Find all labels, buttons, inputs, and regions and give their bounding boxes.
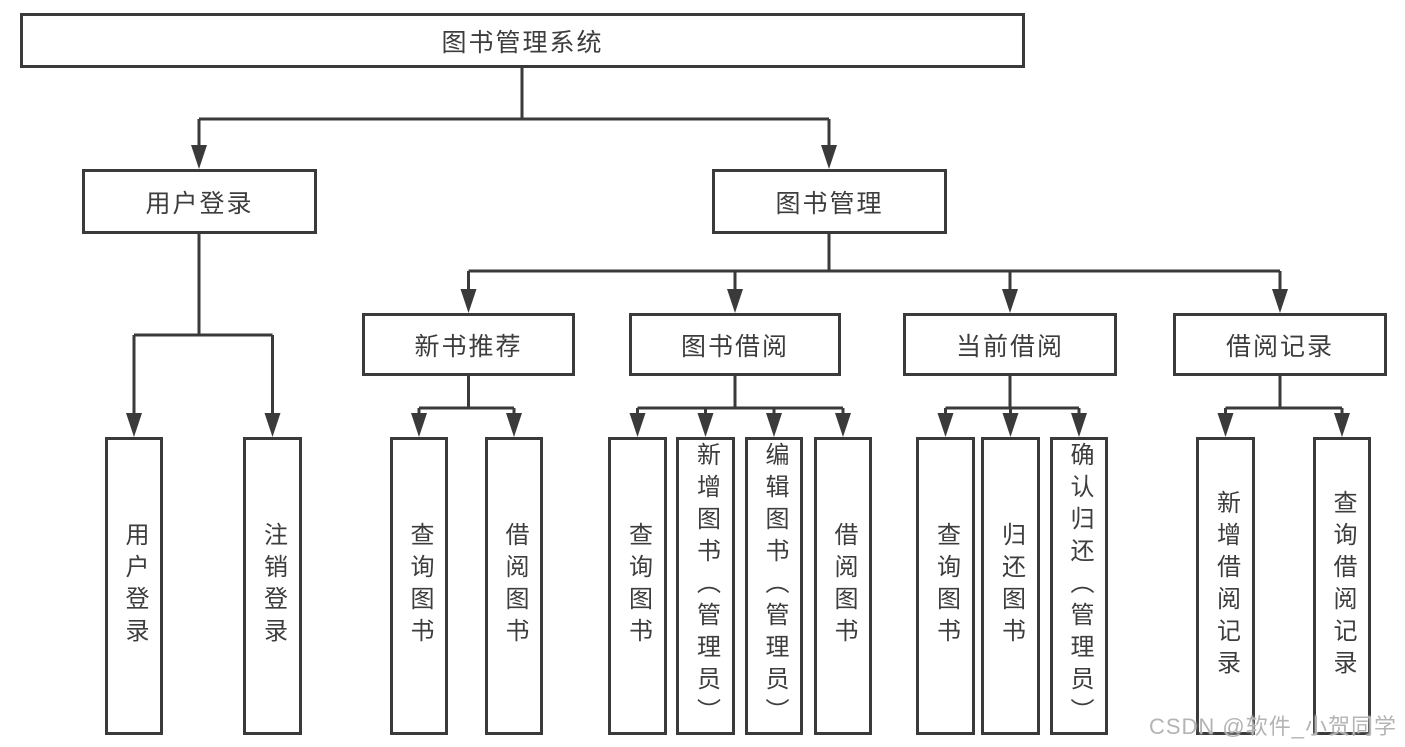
node-leaf-query-books-recommend-label: 查询图书: [406, 522, 433, 650]
node-leaf-edit-books-admin: 编辑图书（管理员）: [745, 437, 803, 735]
node-leaf-query-books-current: 查询图书: [916, 437, 975, 735]
node-leaf-return-books: 归还图书: [981, 437, 1040, 735]
node-leaf-add-books-admin-label: 新增图书（管理员）: [692, 442, 720, 730]
csdn-watermark: CSDN @软件_小贺同学: [1148, 714, 1397, 739]
node-user-login-label: 用户登录: [145, 189, 254, 218]
node-borrow-records: 借阅记录: [1173, 313, 1387, 376]
node-leaf-confirm-return-admin: 确认归还（管理员）: [1050, 437, 1108, 735]
node-leaf-add-borrow-record: 新增借阅记录: [1196, 437, 1255, 735]
node-leaf-query-books-borrowing-label: 查询图书: [624, 522, 652, 650]
node-borrow-records-label: 借阅记录: [1225, 332, 1334, 361]
connector-root-to-level2: [191, 68, 837, 169]
node-leaf-logout: 注销登录: [243, 437, 302, 735]
connector-new-book-recommend-to-leaves: [411, 376, 522, 437]
connector-book-management-to-level3: [460, 234, 1288, 313]
node-book-management-label: 图书管理: [775, 189, 884, 218]
node-root: 图书管理系统: [20, 13, 1025, 68]
node-book-management: 图书管理: [712, 169, 947, 234]
connector-current-borrowing-to-leaves: [937, 376, 1087, 437]
node-leaf-logout-label: 注销登录: [259, 522, 287, 650]
node-user-login: 用户登录: [82, 169, 317, 234]
connector-user-login-to-leaves: [126, 234, 281, 437]
node-book-borrowing: 图书借阅: [629, 313, 841, 376]
node-current-borrowing: 当前借阅: [903, 313, 1117, 376]
node-leaf-query-borrow-record: 查询借阅记录: [1313, 437, 1371, 735]
node-leaf-query-books-current-label: 查询图书: [932, 522, 960, 650]
node-new-book-recommend-label: 新书推荐: [414, 332, 523, 361]
node-leaf-edit-books-admin-label: 编辑图书（管理员）: [761, 442, 788, 730]
node-leaf-borrow-books-borrowing: 借阅图书: [814, 437, 872, 735]
node-leaf-user-login-label: 用户登录: [121, 522, 148, 650]
node-root-label: 图书管理系统: [441, 28, 604, 57]
node-leaf-borrow-books-recommend-label: 借阅图书: [501, 522, 528, 650]
node-leaf-add-borrow-record-label: 新增借阅记录: [1212, 490, 1240, 682]
connector-book-borrowing-to-leaves: [629, 376, 851, 437]
node-leaf-borrow-books-borrowing-label: 借阅图书: [830, 522, 857, 650]
node-leaf-query-borrow-record-label: 查询借阅记录: [1329, 490, 1356, 682]
node-new-book-recommend: 新书推荐: [362, 313, 575, 376]
node-leaf-add-books-admin: 新增图书（管理员）: [676, 437, 735, 735]
node-leaf-confirm-return-admin-label: 确认归还（管理员）: [1066, 442, 1093, 730]
node-book-borrowing-label: 图书借阅: [680, 332, 789, 361]
node-leaf-borrow-books-recommend: 借阅图书: [485, 437, 543, 735]
node-leaf-query-books-recommend: 查询图书: [390, 437, 448, 735]
node-leaf-return-books-label: 归还图书: [997, 522, 1025, 650]
node-leaf-user-login: 用户登录: [105, 437, 163, 735]
node-current-borrowing-label: 当前借阅: [955, 332, 1064, 361]
node-leaf-query-books-borrowing: 查询图书: [608, 437, 667, 735]
connector-borrow-records-to-leaves: [1217, 376, 1350, 437]
